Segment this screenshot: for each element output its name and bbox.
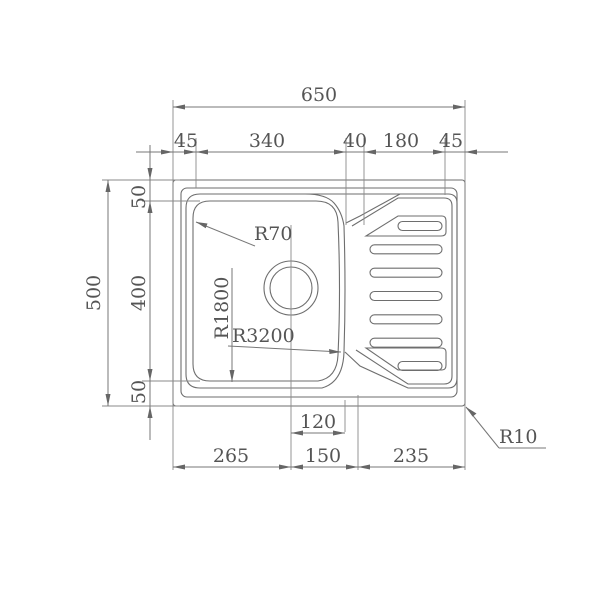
dimension-lines	[102, 100, 546, 470]
dim-bowl-height: 400	[128, 275, 150, 311]
dimension-labels: 650 45 340 40 180 45 500 50 400 50 R70 R…	[83, 84, 537, 467]
drainer-inner-step	[345, 193, 401, 224]
dim-flange-bottom: 50	[128, 380, 150, 404]
drainer-rib-bottom-taper	[364, 347, 447, 371]
drainer-rib	[397, 360, 443, 372]
dim-drain-offset: 120	[300, 411, 336, 433]
drainer-rib	[369, 314, 443, 325]
dim-radius-wide: R3200	[232, 325, 295, 347]
drainer-rib	[369, 267, 443, 278]
dim-base-left: 265	[213, 445, 249, 467]
bowl-outer-contour	[185, 193, 346, 389]
dim-flange-right: 45	[439, 130, 463, 152]
dim-base-mid: 150	[305, 445, 341, 467]
dim-radius-long: R1800	[211, 277, 233, 340]
dim-overall-width: 650	[301, 84, 337, 106]
drainer-ribs	[364, 215, 447, 372]
drainer-rib	[397, 220, 443, 232]
dim-corner-radius: R70	[254, 223, 292, 245]
bowl-inner-contour	[192, 200, 341, 382]
dim-overall-height: 500	[83, 275, 105, 311]
drainer-board	[305, 193, 458, 389]
dim-bowl-width: 340	[249, 130, 285, 152]
dim-drainer-width: 180	[383, 130, 419, 152]
dim-base-right: 235	[393, 445, 429, 467]
drainer-rib	[369, 244, 443, 255]
bowl	[185, 193, 346, 389]
drainer-rib	[369, 337, 443, 348]
dim-flange-left: 45	[174, 130, 198, 152]
drainer-rib	[369, 290, 443, 302]
drainer-rib-top-taper	[364, 215, 447, 237]
drainer-inner-contour	[351, 197, 453, 385]
dim-gap: 40	[343, 130, 367, 152]
dim-flange-top: 50	[128, 185, 150, 209]
dim-outer-radius: R10	[499, 426, 537, 448]
drainer-outer-contour	[305, 193, 458, 389]
